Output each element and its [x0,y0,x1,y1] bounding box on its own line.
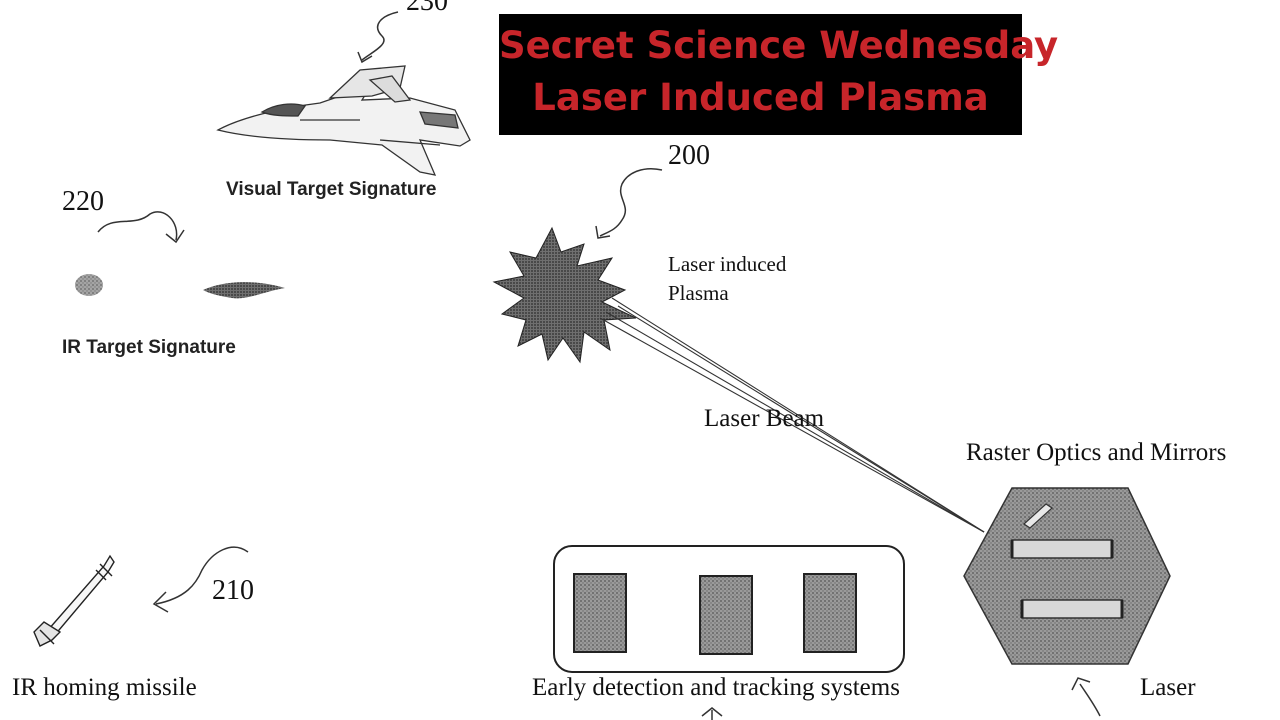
laser-leader-arrow [1079,683,1101,717]
laser-label: Laser [1140,674,1196,701]
visual-target-signature-label: Visual Target Signature [226,179,437,200]
tracking-unit-3 [803,573,857,653]
laser-beam-label: Laser Beam [704,405,825,432]
leader-arrowhead-220 [165,229,185,244]
ref-230: 230 [406,0,448,17]
mirror-bar-lower [1021,599,1123,619]
laser-beam-lines [599,297,985,533]
mirror-bar-upper [1011,539,1113,559]
fighter-jet-illustration [216,65,471,176]
ir-missile-illustration [33,554,115,647]
ref-200: 200 [668,140,710,171]
title-line-1: Secret Science Wednesday [499,24,1059,67]
ref-220: 220 [62,186,104,217]
leader-arrowhead-230 [357,51,373,64]
plasma-starburst [492,226,637,364]
leader-line-210 [155,546,249,605]
ref-210: 210 [212,575,254,606]
detection-up-arrow [701,707,723,720]
early-detection-label: Early detection and tracking systems [532,674,900,701]
plasma-label-line2: Plasma [668,281,729,305]
ir-homing-missile-label: IR homing missile [12,674,197,701]
mirror-slant [1023,503,1053,529]
leader-line-220 [97,211,178,241]
leader-arrowhead-210 [152,591,169,613]
title-line-2: Laser Induced Plasma [532,76,989,119]
raster-optics-label: Raster Optics and Mirrors [966,439,1227,466]
tracking-unit-2 [699,575,753,655]
laser-hexagon [963,487,1171,665]
laser-leader-arrowhead [1071,677,1091,691]
tracking-unit-1 [573,573,627,653]
plasma-label-line1: Laser induced [668,252,787,276]
ir-signature-blobs [75,274,285,299]
leader-line-200 [599,168,663,237]
leader-arrowhead-200 [595,225,611,239]
leader-line-230 [361,11,399,61]
title-banner: Secret Science Wednesday Laser Induced P… [499,14,1059,135]
tracking-systems-box [553,545,905,673]
ir-target-signature-label: IR Target Signature [62,337,236,358]
